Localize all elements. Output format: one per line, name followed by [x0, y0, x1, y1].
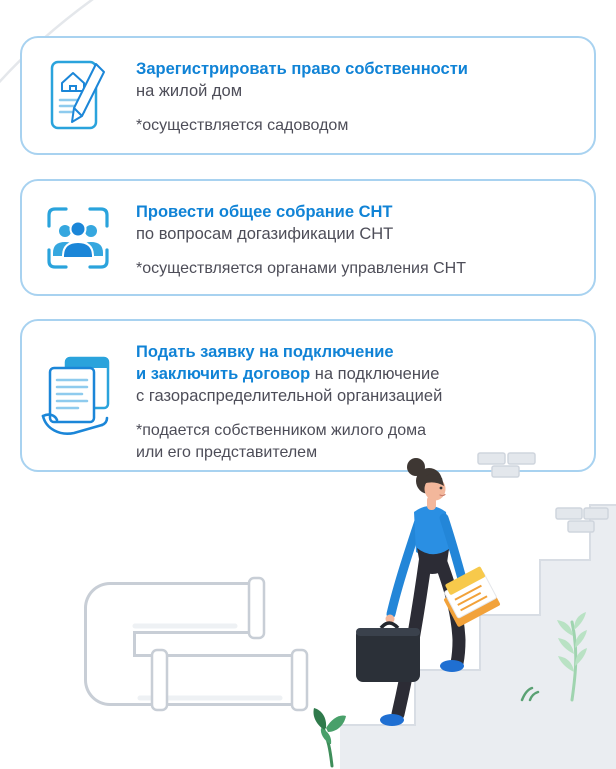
card-title-sub-line3: с газораспределительной организацией: [136, 387, 443, 405]
fern-leaf: [520, 612, 587, 702]
documents-hand-icon: [22, 354, 134, 438]
card-title-main-line1: Подать заявку на подключение: [136, 343, 394, 361]
woman-illustration: [356, 458, 500, 726]
card-title-main: Провести общее собрание СНТ: [136, 203, 393, 221]
card-title: Подать заявку на подключение и заключить…: [136, 341, 576, 407]
step-card-submit-application: Подать заявку на подключение и заключить…: [20, 319, 596, 472]
card-text: Зарегистрировать право собственности на …: [134, 38, 594, 153]
plant-sprout: [313, 708, 346, 768]
card-note: *подается собственником жилого дома или …: [136, 420, 576, 464]
card-title: Зарегистрировать право собственности на …: [136, 58, 576, 102]
document-house-pen-icon: [22, 58, 134, 134]
bricks: [477, 452, 609, 533]
card-note: *осуществляется садоводом: [136, 117, 349, 134]
step-card-general-meeting: Провести общее собрание СНТ по вопросам …: [20, 179, 596, 296]
card-title-main-line2: и заключить договор: [136, 365, 311, 383]
card-title-sub: по вопросам догазификации СНТ: [136, 225, 394, 243]
card-title-main: Зарегистрировать право собственности: [136, 60, 468, 78]
card-title: Провести общее собрание СНТ по вопросам …: [136, 201, 576, 245]
card-text: Подать заявку на подключение и заключить…: [134, 321, 594, 470]
document-house-pen-icon-svg: [50, 60, 105, 129]
card-text: Провести общее собрание СНТ по вопросам …: [134, 181, 594, 294]
people-meeting-frame-icon-svg: [47, 206, 109, 269]
card-note: *осуществляется органами управления СНТ: [136, 260, 466, 277]
card-title-sub-line2: на подключение: [314, 365, 440, 383]
step-card-register-ownership: Зарегистрировать право собственности на …: [20, 36, 596, 155]
gas-pipe: [84, 576, 309, 712]
bottom-illustration: [84, 452, 616, 769]
documents-in-hand: [444, 566, 500, 627]
documents-hand-icon-svg: [41, 356, 110, 435]
people-meeting-frame-icon: [22, 202, 134, 274]
card-note-line2: или его представителем: [136, 444, 318, 461]
card-note-line1: *подается собственником жилого дома: [136, 422, 427, 439]
card-title-sub: на жилой дом: [136, 82, 243, 100]
